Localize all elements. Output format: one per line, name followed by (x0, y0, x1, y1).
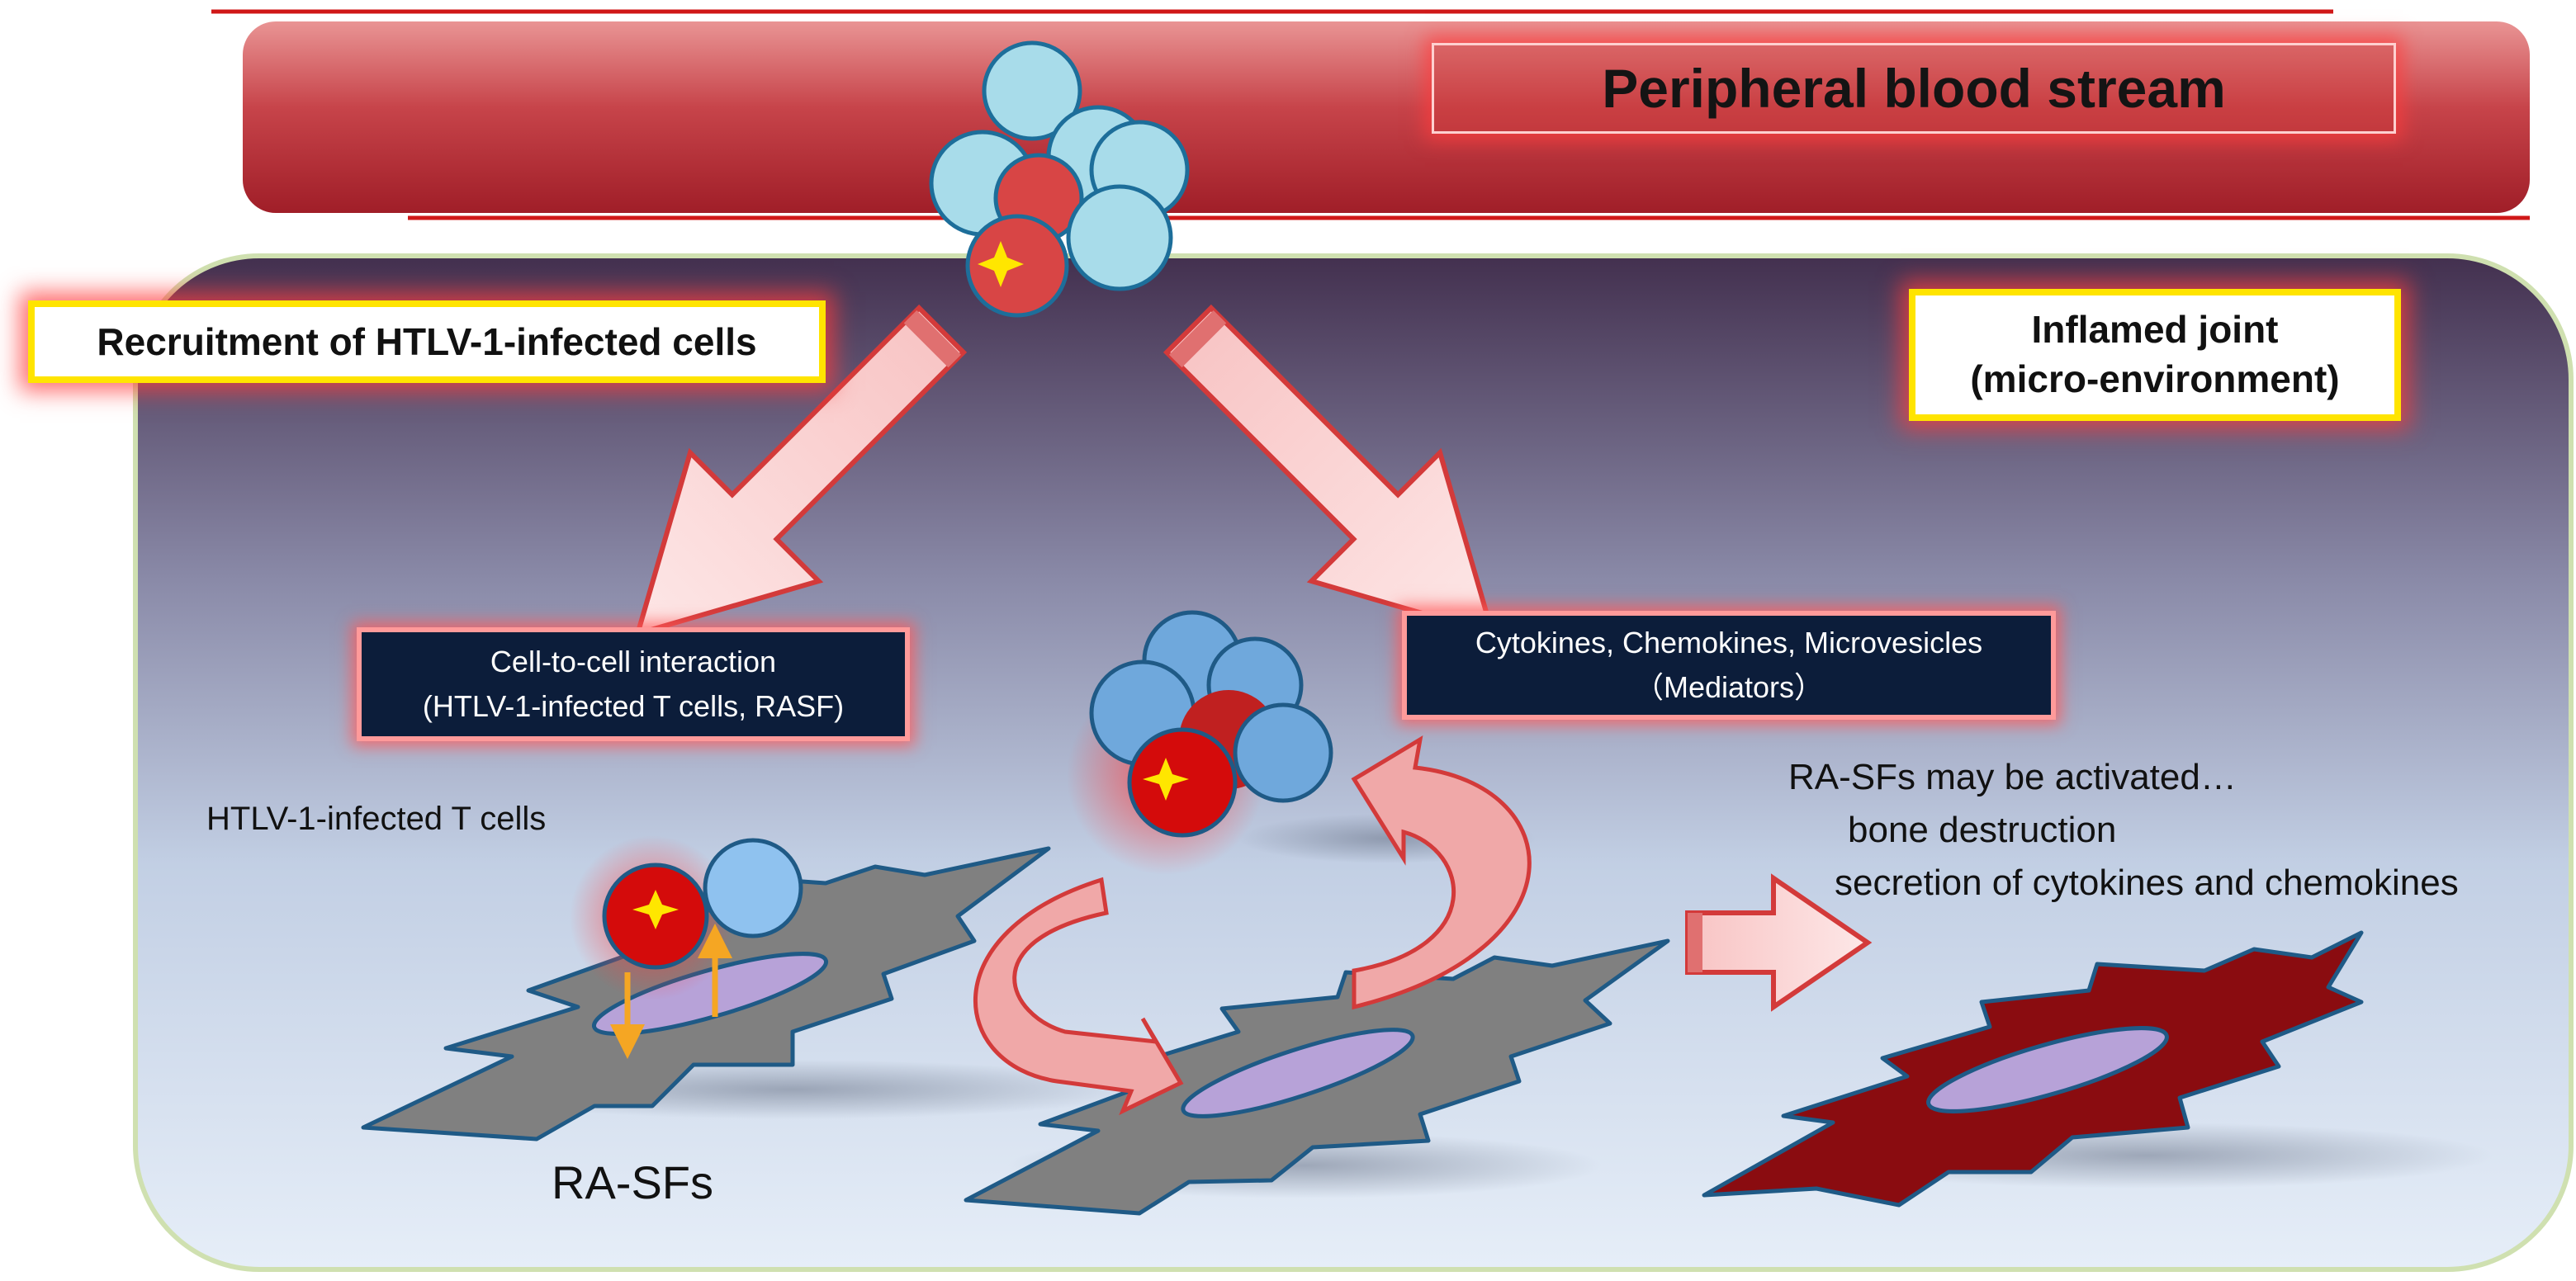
blood-cell-cluster (929, 40, 1190, 318)
recruitment-label: Recruitment of HTLV-1-infected cells (97, 320, 757, 363)
mediators-line1: Cytokines, Chemokines, Microvesicles (1475, 626, 1983, 659)
infected-t-cell-pair (570, 835, 803, 1059)
blood-vessel (211, 9, 2530, 220)
activation-line2: bone destruction (1848, 810, 2117, 850)
activation-arrow (1685, 873, 1873, 1012)
recruitment-label-box: Recruitment of HTLV-1-infected cells (28, 300, 826, 383)
mediators-line2: （Mediators） (1633, 670, 1825, 704)
activation-text: RA-SFs may be activated… bone destructio… (1788, 751, 2459, 910)
peripheral-blood-stream-title: Peripheral blood stream (1432, 43, 2396, 134)
inflamed-joint-label-box: Inflamed joint (micro-environment) (1909, 289, 2401, 421)
cell-interaction-box: Cell-to-cell interaction (HTLV-1-infecte… (357, 627, 910, 741)
mediator-cell-cluster (1067, 610, 1333, 875)
interaction-line2: (HTLV-1-infected T cells, RASF) (422, 689, 845, 723)
htlv-infected-t-cells-label: HTLV-1-infected T cells (206, 801, 547, 837)
star-icon (1143, 758, 1189, 801)
mediators-box: Cytokines, Chemokines, Microvesicles （Me… (1402, 611, 2056, 720)
star-icon (632, 890, 679, 929)
feedback-arrow-down (973, 877, 1184, 1116)
joint-label-line1: Inflamed joint (2031, 308, 2279, 352)
star-icon (978, 241, 1024, 287)
recruitment-arrow-left (633, 304, 968, 638)
joint-label-line2: (micro-environment) (1970, 357, 2340, 400)
activation-line3: secretion of cytokines and chemokines (1835, 863, 2459, 903)
title-text: Peripheral blood stream (1602, 58, 2226, 119)
recruitment-arrow-right (1163, 304, 1497, 638)
activation-line1: RA-SFs may be activated… (1788, 757, 2237, 797)
interaction-line1: Cell-to-cell interaction (490, 645, 777, 678)
activated-rasf-fibroblast (1702, 930, 2364, 1208)
rasf-label: RA-SFs (552, 1156, 713, 1208)
feedback-arrow-up (1351, 735, 1532, 1010)
